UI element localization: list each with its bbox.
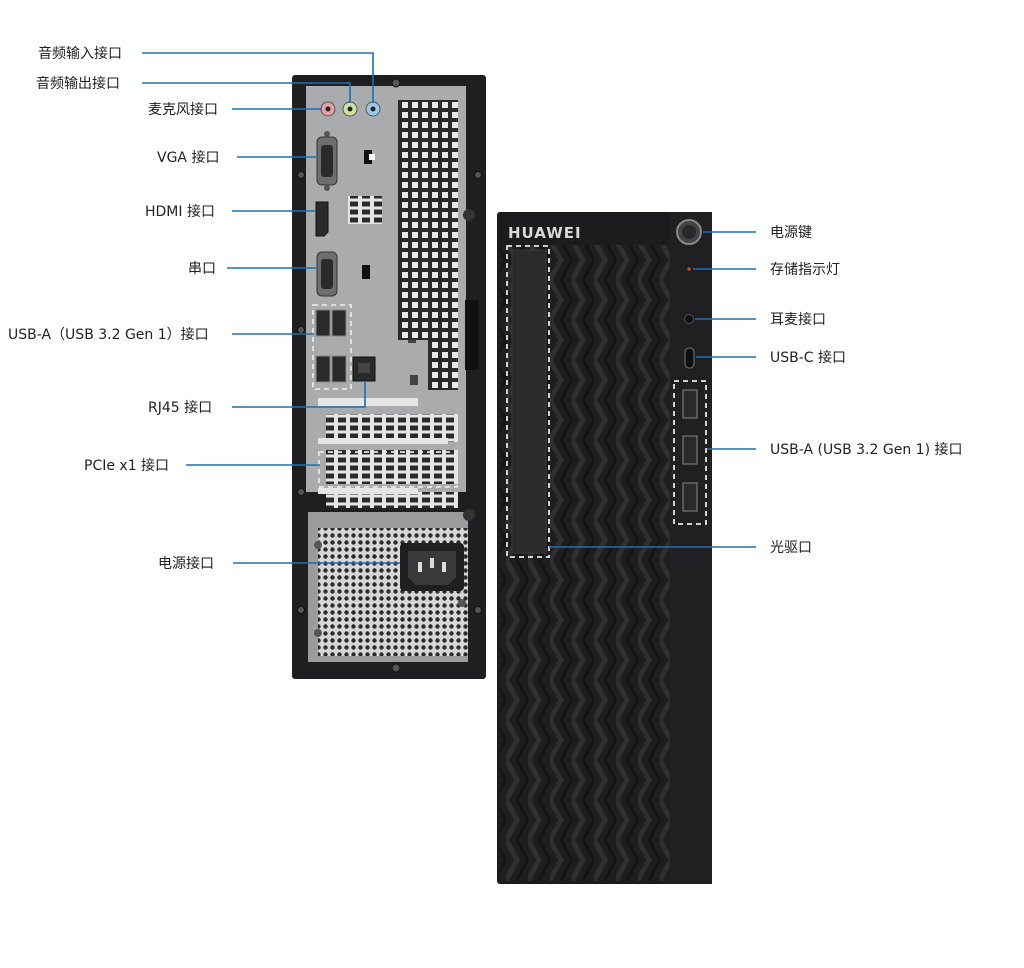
label-vga: VGA 接口	[157, 149, 219, 166]
label-mic: 麦克风接口	[148, 101, 218, 118]
leader-lines	[142, 52, 756, 564]
label-audio-in: 音频输入接口	[38, 45, 122, 62]
power-button[interactable]	[676, 219, 702, 245]
label-audio-out: 音频输出接口	[36, 75, 120, 92]
vent-grid-top	[398, 100, 458, 340]
headset-jack	[684, 314, 694, 324]
label-pcie: PCIe x1 接口	[84, 457, 169, 474]
optical-drive-bay	[506, 245, 550, 558]
label-optical: 光驱口	[770, 540, 812, 556]
pcie-slot	[326, 450, 458, 484]
rear-usb-ports	[312, 304, 352, 390]
label-serial: 串口	[188, 261, 216, 277]
mic-jack	[320, 101, 336, 117]
audio-in-jack	[365, 101, 381, 117]
rj45-port	[352, 356, 376, 382]
brand-logo: HUAWEI	[508, 224, 582, 242]
label-power-socket: 电源接口	[158, 555, 214, 572]
power-socket	[400, 543, 464, 591]
storage-led	[687, 267, 691, 271]
label-headset: 耳麦接口	[770, 311, 826, 328]
label-usb-c: USB-C 接口	[770, 349, 846, 366]
vent-row-1	[326, 414, 458, 442]
front-labels: 电源键 存储指示灯 耳麦接口 USB-C 接口 USB-A (USB 3.2 G…	[770, 225, 962, 556]
label-hdmi: HDMI 接口	[145, 203, 215, 220]
hdmi-port	[315, 201, 329, 237]
label-power-button: 电源键	[770, 225, 812, 241]
label-storage-led: 存储指示灯	[770, 262, 840, 278]
front-usb-ports	[673, 380, 707, 525]
front-usb-highlight	[673, 380, 707, 525]
serial-port	[316, 251, 338, 297]
rear-panel	[292, 75, 486, 679]
rear-labels: 音频输入接口 音频输出接口 麦克风接口 VGA 接口 HDMI 接口 串口 US…	[8, 45, 219, 572]
front-panel: HUAWEI	[497, 212, 712, 884]
vga-port	[316, 131, 338, 191]
label-front-usb-a: USB-A (USB 3.2 Gen 1) 接口	[770, 441, 962, 458]
usb-c-port	[684, 347, 695, 369]
audio-out-jack	[342, 101, 358, 117]
label-rear-usb-a: USB-A（USB 3.2 Gen 1）接口	[8, 326, 209, 343]
label-rj45: RJ45 接口	[148, 399, 212, 416]
optical-highlight	[506, 245, 550, 558]
pcie-highlight	[318, 451, 458, 488]
rear-usb-highlight	[312, 304, 352, 390]
